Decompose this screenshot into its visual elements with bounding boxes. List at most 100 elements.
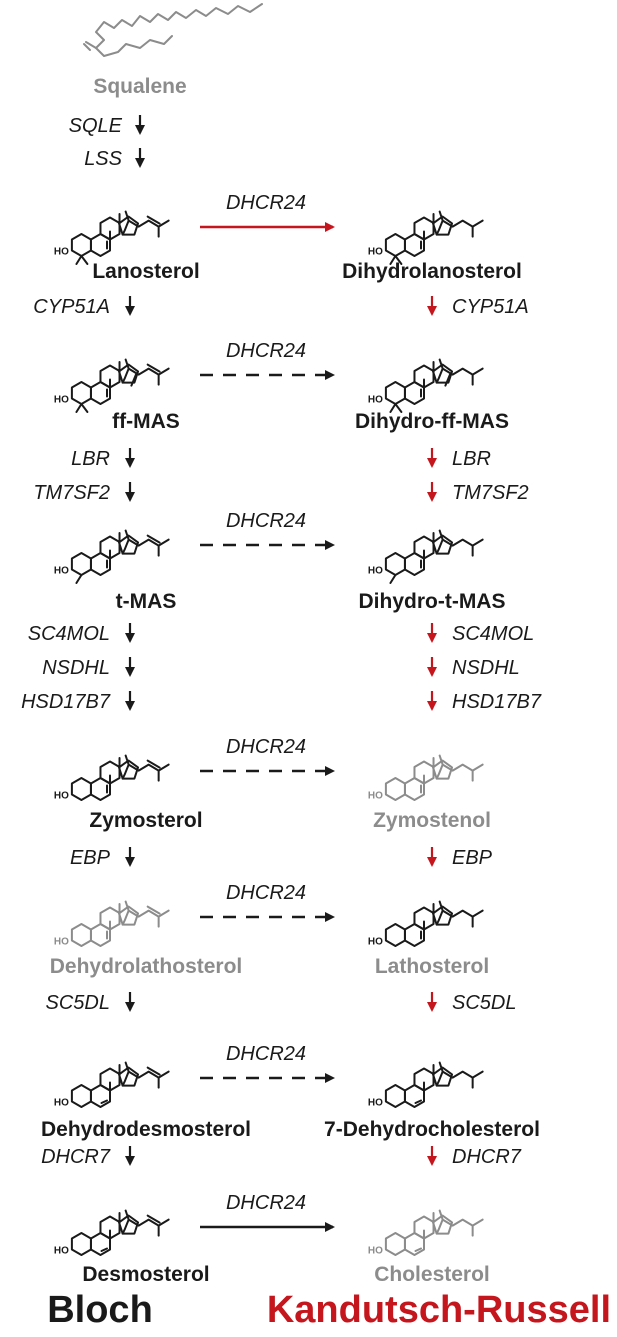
enzyme-bloch-5-0: DHCR7 — [41, 1146, 111, 1168]
hydroxyl-label: HO — [368, 247, 383, 258]
enzyme-kr-3-0: EBP — [452, 847, 493, 869]
bloch-molecule-ffmas: HO — [54, 358, 170, 413]
double-bond — [146, 1214, 161, 1224]
methyl — [389, 574, 397, 584]
methyl — [124, 1209, 130, 1221]
bloch-molecule-desmosterol: HO — [54, 1209, 170, 1257]
methyl — [75, 255, 83, 265]
ring-a — [384, 777, 406, 801]
enzyme-bloch-0-0: CYP51A — [33, 296, 110, 318]
compound-kr-6: Cholesterol — [374, 1263, 490, 1286]
terminal-methyl — [157, 1070, 170, 1079]
enzyme-kr-0-0: CYP51A — [452, 296, 529, 318]
enzyme-kr-4-0: SC5DL — [452, 992, 516, 1014]
bloch-molecule-lathosterol: HO — [54, 900, 170, 948]
terminal-methyl — [471, 1218, 484, 1227]
terminal-methyl — [157, 219, 170, 228]
compound-squalene: Squalene — [93, 75, 186, 98]
double-bond — [146, 1066, 161, 1076]
kr-molecule-zymosterol: HO — [368, 754, 484, 802]
hydroxyl-label: HO — [54, 791, 69, 802]
enzyme-bloch-2-1: NSDHL — [42, 657, 110, 679]
side-chain — [435, 367, 474, 384]
enzyme-dhcr24-3: DHCR24 — [226, 736, 306, 758]
hydroxyl-label: HO — [54, 247, 69, 258]
enzyme-kr-2-0: SC4MOL — [452, 623, 534, 645]
terminal-methyl — [157, 367, 170, 376]
kr-molecule-tmas: HO — [368, 529, 484, 584]
double-bond — [444, 373, 452, 387]
squalene-structure — [83, 3, 263, 57]
ring-a — [70, 233, 92, 257]
squalene-methyl — [83, 43, 91, 51]
methyl — [438, 210, 444, 222]
side-chain — [121, 367, 160, 384]
terminal-methyl — [157, 1218, 170, 1227]
enzyme-top-1: LSS — [84, 148, 122, 170]
ring-a — [70, 1084, 92, 1108]
methyl — [80, 255, 89, 265]
bloch-molecule-lanosterol: HO — [54, 210, 170, 265]
terminal-methyl — [471, 909, 484, 918]
methyl — [124, 900, 130, 912]
compound-bloch-6: Desmosterol — [82, 1263, 209, 1286]
side-chain — [121, 1218, 160, 1235]
ring-a — [70, 552, 92, 576]
hydroxyl-label: HO — [54, 1098, 69, 1109]
side-chain — [435, 1070, 474, 1087]
compound-kr-4: Lathosterol — [375, 955, 489, 978]
compound-bloch-3: Zymosterol — [89, 809, 202, 832]
side-chain — [435, 1218, 474, 1235]
methyl — [394, 403, 403, 413]
kr-molecule-desmosterol: HO — [368, 1209, 484, 1257]
side-chain — [121, 1070, 160, 1087]
enzyme-kr-1-0: LBR — [452, 448, 491, 470]
bloch-molecule-desmosterol: HO — [54, 1061, 170, 1109]
hydroxyl-label: HO — [368, 937, 383, 948]
hydroxyl-label: HO — [368, 1098, 383, 1109]
compound-bloch-0: Lanosterol — [92, 260, 199, 283]
terminal-methyl — [157, 763, 170, 772]
squalene-chain — [85, 3, 263, 49]
enzyme-kr-2-1: NSDHL — [452, 657, 520, 679]
side-chain — [121, 538, 160, 555]
double-bond — [100, 1099, 108, 1104]
compound-kr-3: Zymostenol — [373, 809, 491, 832]
side-chain — [435, 763, 474, 780]
methyl — [75, 403, 83, 413]
enzyme-bloch-1-0: LBR — [71, 448, 110, 470]
side-chain — [435, 538, 474, 555]
methyl — [438, 900, 444, 912]
compound-kr-1: Dihydro-ff-MAS — [355, 410, 509, 433]
ring-a — [384, 233, 406, 257]
pathway-kandutsch-russell: Kandutsch-Russell — [267, 1289, 611, 1331]
methyl — [124, 754, 130, 766]
enzyme-dhcr24-4: DHCR24 — [226, 882, 306, 904]
double-bond — [146, 363, 161, 373]
ring-a — [384, 1084, 406, 1108]
side-chain — [121, 763, 160, 780]
methyl — [389, 255, 397, 265]
hydroxyl-label: HO — [54, 937, 69, 948]
ring-a — [384, 552, 406, 576]
terminal-methyl — [471, 538, 484, 547]
methyl — [124, 1061, 130, 1073]
compound-bloch-2: t-MAS — [116, 590, 177, 613]
enzyme-dhcr24-1: DHCR24 — [226, 340, 306, 362]
double-bond — [146, 215, 161, 225]
ring-a — [70, 1232, 92, 1256]
compound-kr-5: 7-Dehydrocholesterol — [324, 1118, 540, 1141]
methyl — [438, 1061, 444, 1073]
ring-a — [384, 1232, 406, 1256]
bloch-molecule-zymosterol: HO — [54, 754, 170, 802]
ring-a — [70, 381, 92, 405]
side-chain — [435, 909, 474, 926]
hydroxyl-label: HO — [54, 395, 69, 406]
terminal-methyl — [471, 219, 484, 228]
compound-bloch-1: ff-MAS — [112, 410, 180, 433]
enzyme-bloch-4-0: SC5DL — [46, 992, 110, 1014]
methyl — [389, 403, 397, 413]
compound-bloch-4: Dehydrolathosterol — [50, 955, 243, 978]
methyl — [394, 255, 403, 265]
